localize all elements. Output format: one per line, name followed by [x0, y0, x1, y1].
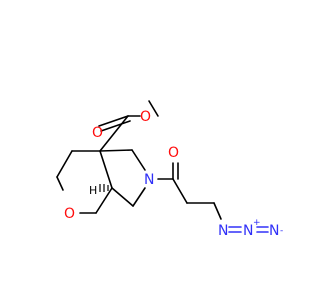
- bond-ch2g-nazide: [213, 202, 222, 220]
- bond-carbonylc-cq: [99, 115, 129, 152]
- atom-o-carbonyl: O: [92, 125, 103, 141]
- atom-o-ester: O: [140, 109, 151, 125]
- bond-methyl-o: [148, 100, 159, 117]
- atom-n-ring: N: [144, 172, 154, 188]
- bond-carbonylc-o-double-a: [98, 115, 129, 127]
- bond-ch2e-cfusion: [111, 187, 134, 207]
- charge-plus: +: [253, 218, 261, 228]
- bond-cq-cfusion: [99, 150, 113, 189]
- atom-n-azide-1: N: [218, 223, 228, 239]
- atom-o-ring: O: [64, 206, 75, 222]
- bond-n-ch2e: [132, 187, 146, 207]
- bond-carbonylc-o-double-b: [100, 120, 131, 132]
- charge-minus: -: [280, 226, 283, 236]
- atom-n-azide-3: N: [269, 223, 279, 239]
- molecule-canvas: O O O O N N N + N - H: [56, 100, 283, 239]
- bond-ch2a-ch2b: [56, 150, 73, 178]
- bond-ch2c-cfusion: [95, 187, 113, 214]
- bond-ch2b-oring: [56, 176, 64, 191]
- atom-o-amide: O: [168, 145, 179, 161]
- bond-ch2d-n: [131, 149, 146, 171]
- structure-drawing: O O O O N N N + N - H: [56, 100, 283, 239]
- stereo-hash-wedge-h: [99, 184, 109, 192]
- atom-n-azide-2: N: [243, 223, 253, 239]
- atom-h-stereo: H: [89, 184, 97, 197]
- bond-cq-ch2d: [99, 149, 133, 152]
- bond-amidec-ch2f: [172, 178, 188, 204]
